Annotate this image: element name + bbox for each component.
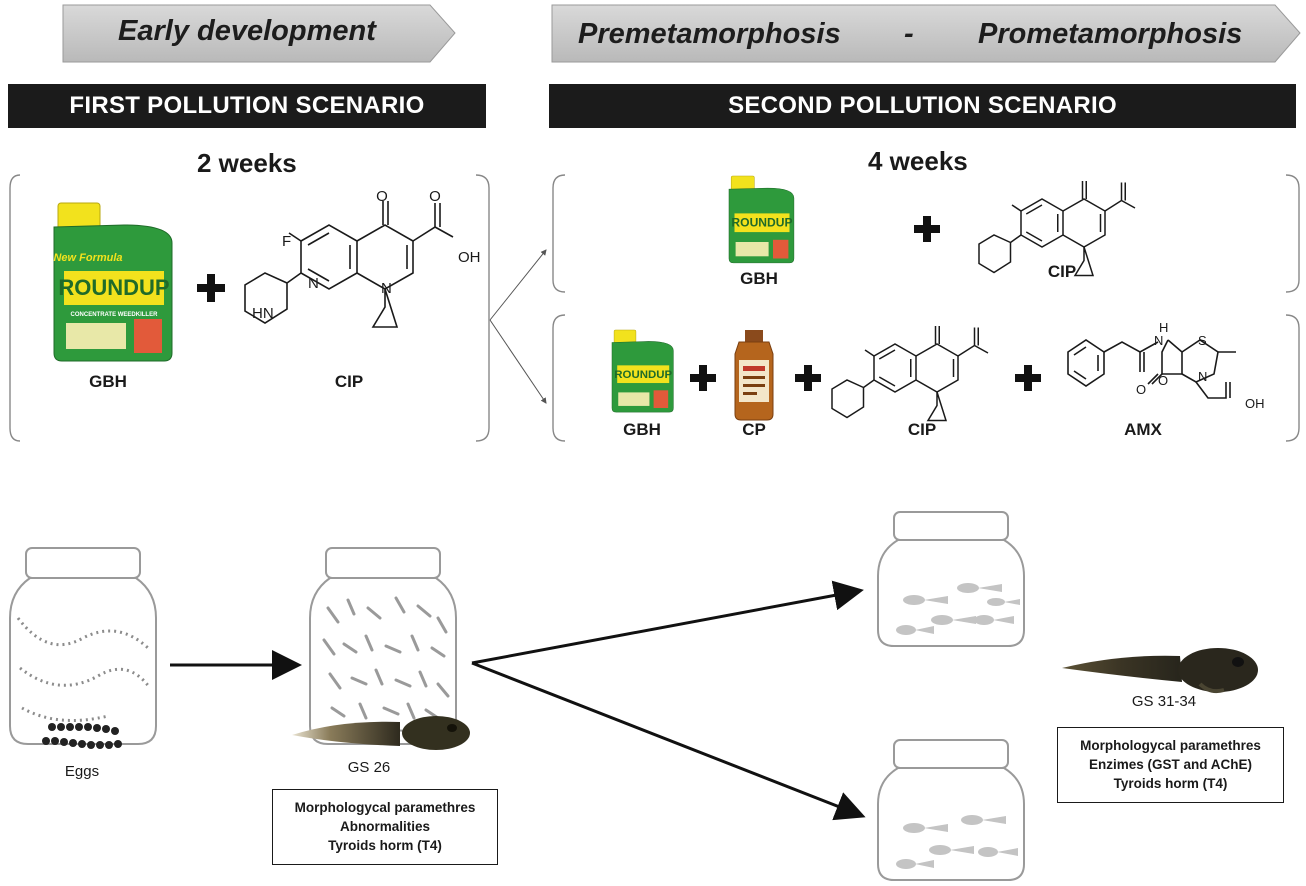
label-amx: AMX (1124, 420, 1162, 439)
atom-F: F (282, 233, 291, 250)
atom-H: H (1159, 320, 1168, 335)
roundup-bottle-icon: ROUNDUP (728, 175, 795, 264)
phase-label-early-development: Early development (118, 15, 376, 47)
stage-label-eggs: Eggs (64, 763, 100, 780)
flow-arrow-to-upper-jar (471, 580, 864, 665)
cip-structure-icon (978, 181, 1136, 277)
hatchling-jar-icon (309, 547, 457, 745)
bracket-second-a (552, 174, 1300, 293)
atom-N: N (1198, 369, 1207, 384)
atom-O: O (429, 188, 441, 205)
plus-icon (690, 365, 716, 391)
duration-second: 4 weeks (868, 146, 968, 176)
atom-N: N (308, 275, 319, 292)
endpoint-item: Morphologycal paramethres (294, 800, 476, 815)
bracket-second-b (552, 314, 1300, 442)
atom-N: N (1154, 333, 1163, 348)
label-gbh: GBH (740, 269, 778, 288)
duration-first: 2 weeks (197, 148, 297, 178)
tadpole-jar-icon (877, 511, 1025, 647)
branch-arrow-up (489, 249, 547, 321)
atom-S: S (1198, 333, 1207, 348)
plus-icon (197, 274, 225, 302)
branch-arrow-down (489, 319, 547, 404)
phase-label-premetamorphosis: Premetamorphosis (578, 18, 841, 50)
bracket-first (9, 174, 490, 442)
atom-O: O (1136, 382, 1146, 397)
egg-jar-icon (9, 547, 157, 745)
endpoint-item: Tyroids horm (T4) (328, 838, 442, 853)
endpoint-item: Tyroids horm (T4) (1113, 776, 1228, 791)
tadpole-gs3134-icon (1062, 648, 1258, 694)
cip-structure-icon (244, 201, 454, 328)
plus-icon (914, 216, 940, 242)
atom-OH: OH (1245, 396, 1265, 411)
svg-text:CONCENTRATE WEEDKILLER: CONCENTRATE WEEDKILLER (71, 312, 159, 318)
phase-label-prometamorphosis: Prometamorphosis (978, 18, 1243, 50)
label-cip: CIP (1047, 262, 1077, 281)
svg-text:New Formula: New Formula (53, 252, 122, 264)
label-cp: CP (742, 420, 766, 439)
roundup-bottle-icon: ROUNDUP New Formula CONCENTRATE WEEDKILL… (53, 202, 173, 362)
phase-separator: - (904, 18, 914, 50)
amx-structure-icon (1067, 339, 1236, 399)
tadpole-gs26-icon (292, 716, 470, 750)
label-gbh: GBH (89, 372, 127, 391)
phase-banner-right (551, 4, 1301, 63)
endpoint-item: Morphologycal paramethres (1080, 738, 1261, 753)
flow-arrow-to-lower-jar (471, 661, 866, 821)
atom-N: N (381, 280, 392, 297)
egg-string-icon (42, 723, 122, 749)
stage-label-gs3134: GS 31-34 (1131, 693, 1197, 710)
tadpole-jar-icon (877, 739, 1025, 881)
roundup-bottle-icon: ROUNDUP (611, 329, 674, 413)
svg-text:ROUNDUP: ROUNDUP (731, 216, 792, 230)
plus-icon (1015, 365, 1041, 391)
label-cip: CIP (334, 372, 364, 391)
stage-label-gs26: GS 26 (347, 759, 391, 776)
atom-O: O (376, 188, 388, 205)
plus-icon (795, 365, 821, 391)
atom-HN: HN (252, 305, 274, 322)
label-cip: CIP (907, 420, 937, 439)
endpoint-item: Abnormalities (339, 819, 431, 834)
cp-bottle-icon (734, 330, 774, 421)
phase-banner-left (62, 4, 456, 63)
scenario-bar-first: FIRST POLLUTION SCENARIO (8, 84, 486, 128)
endpoints-box-first: Morphologycal paramethres Abnormalities … (272, 789, 498, 865)
svg-text:ROUNDUP: ROUNDUP (614, 369, 672, 381)
scenario-bar-second: SECOND POLLUTION SCENARIO (549, 84, 1296, 128)
atom-OH: OH (458, 249, 481, 266)
atom-O: O (1158, 373, 1168, 388)
svg-text:ROUNDUP: ROUNDUP (58, 275, 169, 300)
cip-structure-icon (831, 326, 989, 422)
label-gbh: GBH (623, 420, 661, 439)
endpoint-item: Enzimes (GST and AChE) (1088, 757, 1252, 772)
endpoints-box-second: Morphologycal paramethres Enzimes (GST a… (1057, 727, 1284, 803)
